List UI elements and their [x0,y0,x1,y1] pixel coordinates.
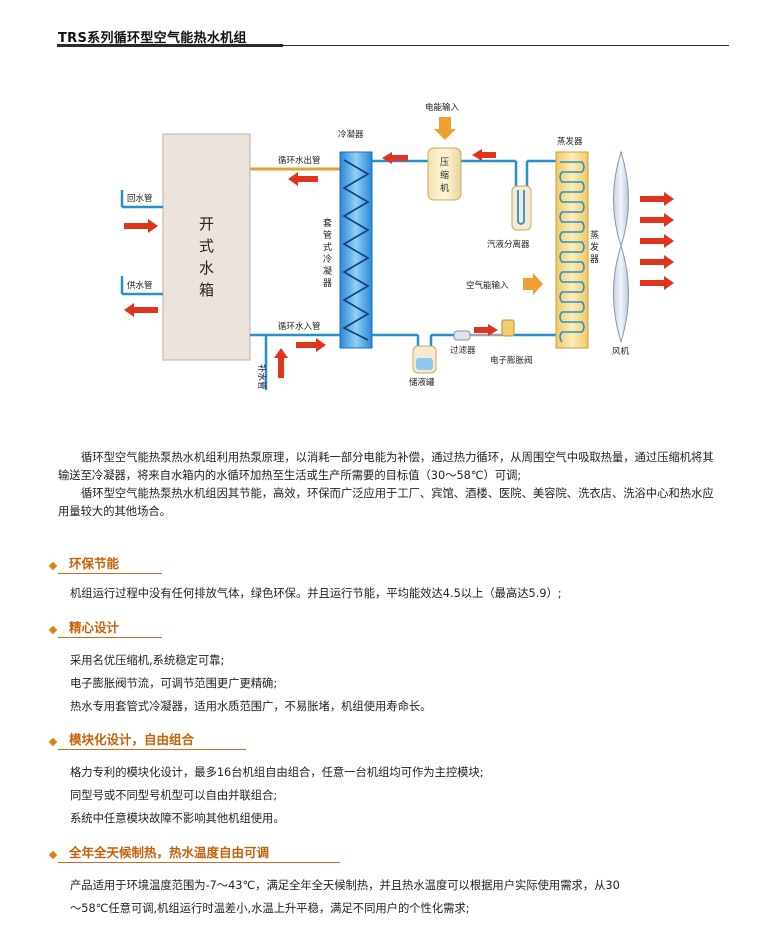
compressor [427,147,462,201]
valve-arrow [474,324,498,336]
tank-char-2: 式 [199,237,214,255]
compressor-char-3: 机 [440,182,449,194]
intro-paragraph-2: 循环型空气能热泵热水机组因其节能，高效，环保而广泛应用于工厂、宾馆、酒楼、医院、… [58,487,714,518]
heat-pump-diagram: 开 式 水 箱 回水管 供水管 循环水出管 循环水入管 补水管 冷凝器 套 管 … [120,102,674,390]
section-line: 系统中任意模块故障不影响其他机组使用。 [70,812,285,825]
electric-input-arrow [434,117,456,140]
tank-char-4: 箱 [199,281,214,299]
filter-label: 过滤器 [450,345,476,356]
air-input-label: 空气能输入 [466,280,509,291]
return-arrow [124,219,158,233]
compressor-char-2: 缩 [440,169,449,181]
electric-input-label: 电能输入 [425,102,460,113]
evaporator-top-label: 蒸发器 [557,136,583,147]
section-title: 环保节能 [69,556,120,571]
condenser-coil [342,159,370,341]
evaporator-char-3: 器 [590,254,599,265]
expansion-valve [501,319,515,337]
section-rule [58,573,162,574]
condenser-char-5: 凝 [323,266,332,277]
section-title: 精心设计 [69,620,120,635]
condenser-char-1: 套 [323,217,332,229]
compressor-char-1: 压 [440,157,449,168]
section-title: 模块化设计，自由组合 [69,732,195,747]
section-title: 全年全天候制热，热水温度自由可调 [69,845,270,860]
air-input-arrow [523,273,543,295]
condenser-char-6: 器 [323,278,332,289]
section-all-weather: 全年全天候制热，热水温度自由可调 产品适用于环境温度范围为-7～43℃，满足全年… [48,842,730,915]
filter [453,330,471,341]
ref-arrow-to-condenser [382,152,408,164]
evaporator-coil [559,161,585,343]
fan-label: 风机 [612,346,630,357]
condenser-char-3: 式 [323,241,332,253]
section-line: 产品适用于环境温度范围为-7～43℃，满足全年全天候制热，并且热水温度可以根据用… [70,879,620,892]
makeup-arrow [274,348,288,378]
fan-blade-top [613,150,629,248]
supply-arrow [124,303,158,317]
supply-pipe-label: 供水管 [127,280,153,291]
section-rule [58,637,162,638]
section-line: 机组运行过程中没有任何排放气体，绿色环保。并且运行节能，平均能效达4.5以上（最… [70,587,562,600]
section-line: 格力专利的模块化设计，最多16台机组自由组合，任意一台机组均可作为主控模块; [70,766,484,779]
air-out-arrow-2 [640,213,674,227]
header-rule [57,45,729,46]
section-rule [58,749,246,750]
circ-out-arrow [288,172,318,186]
water-tank [162,133,251,361]
intro-text: 循环型空气能热泵热水机组利用热泵原理，以消耗一部分电能为补偿，通过热力循环，从周… [58,449,723,521]
gas-liquid-separator [511,185,532,231]
tank-char-3: 水 [199,259,214,277]
section-design: 精心设计 采用名优压缩机,系统稳定可靠; 电子膨胀阀节流，可调节范围更广更精确;… [48,617,730,713]
evaporator-char-2: 发 [590,241,599,253]
section-line: 采用名优压缩机,系统稳定可靠; [70,654,225,667]
section-line: 同型号或不同型号机型可以自由并联组合; [70,789,278,802]
ref-arrow-to-compressor [472,149,496,161]
section-eco: 环保节能 机组运行过程中没有任何排放气体，绿色环保。并且运行节能，平均能效达4.… [48,553,730,600]
section-modular: 模块化设计，自由组合 格力专利的模块化设计，最多16台机组自由组合，任意一台机组… [48,729,730,825]
air-out-arrow-5 [640,276,674,290]
separator-label: 汽液分离器 [487,239,530,250]
section-bullet-icon [48,625,58,635]
receiver-label: 储液罐 [409,377,435,388]
condenser-char-2: 管 [323,229,332,241]
section-bullet-icon [48,850,58,860]
intro-paragraph-1: 循环型空气能热泵热水机组利用热泵原理，以消耗一部分电能为补偿，通过热力循环，从周… [58,451,714,482]
section-line: 热水专用套管式冷凝器，适用水质范围广，不易胀堵，机组使用寿命长。 [70,700,432,713]
air-out-arrow-3 [640,234,674,248]
section-bullet-icon [48,561,58,571]
return-pipe-label: 回水管 [127,193,153,204]
section-rule [58,862,340,863]
page-title: TRS系列循环型空气能热水机组 [58,31,247,46]
tank-char-1: 开 [199,215,214,233]
expansion-valve-label: 电子膨胀阀 [490,355,533,366]
condenser-char-4: 冷 [323,253,332,265]
section-bullet-icon [48,737,58,747]
air-out-arrow-1 [640,192,674,206]
condenser-top-label: 冷凝器 [338,129,364,140]
circ-out-label: 循环水出管 [278,155,321,166]
makeup-pipe-label: 补水管 [256,364,267,390]
circ-in-label: 循环水入管 [278,321,321,332]
section-line: 电子膨胀阀节流，可调节范围更广更精确; [70,677,278,690]
fan-blade-bottom [613,244,629,344]
evaporator-char-1: 蒸 [590,229,599,241]
section-line: ～58℃任意可调,机组运行时温差小,水温上升平稳，满足不同用户的个性化需求; [70,902,470,915]
air-out-arrow-4 [640,255,674,269]
circ-in-arrow [296,338,326,352]
